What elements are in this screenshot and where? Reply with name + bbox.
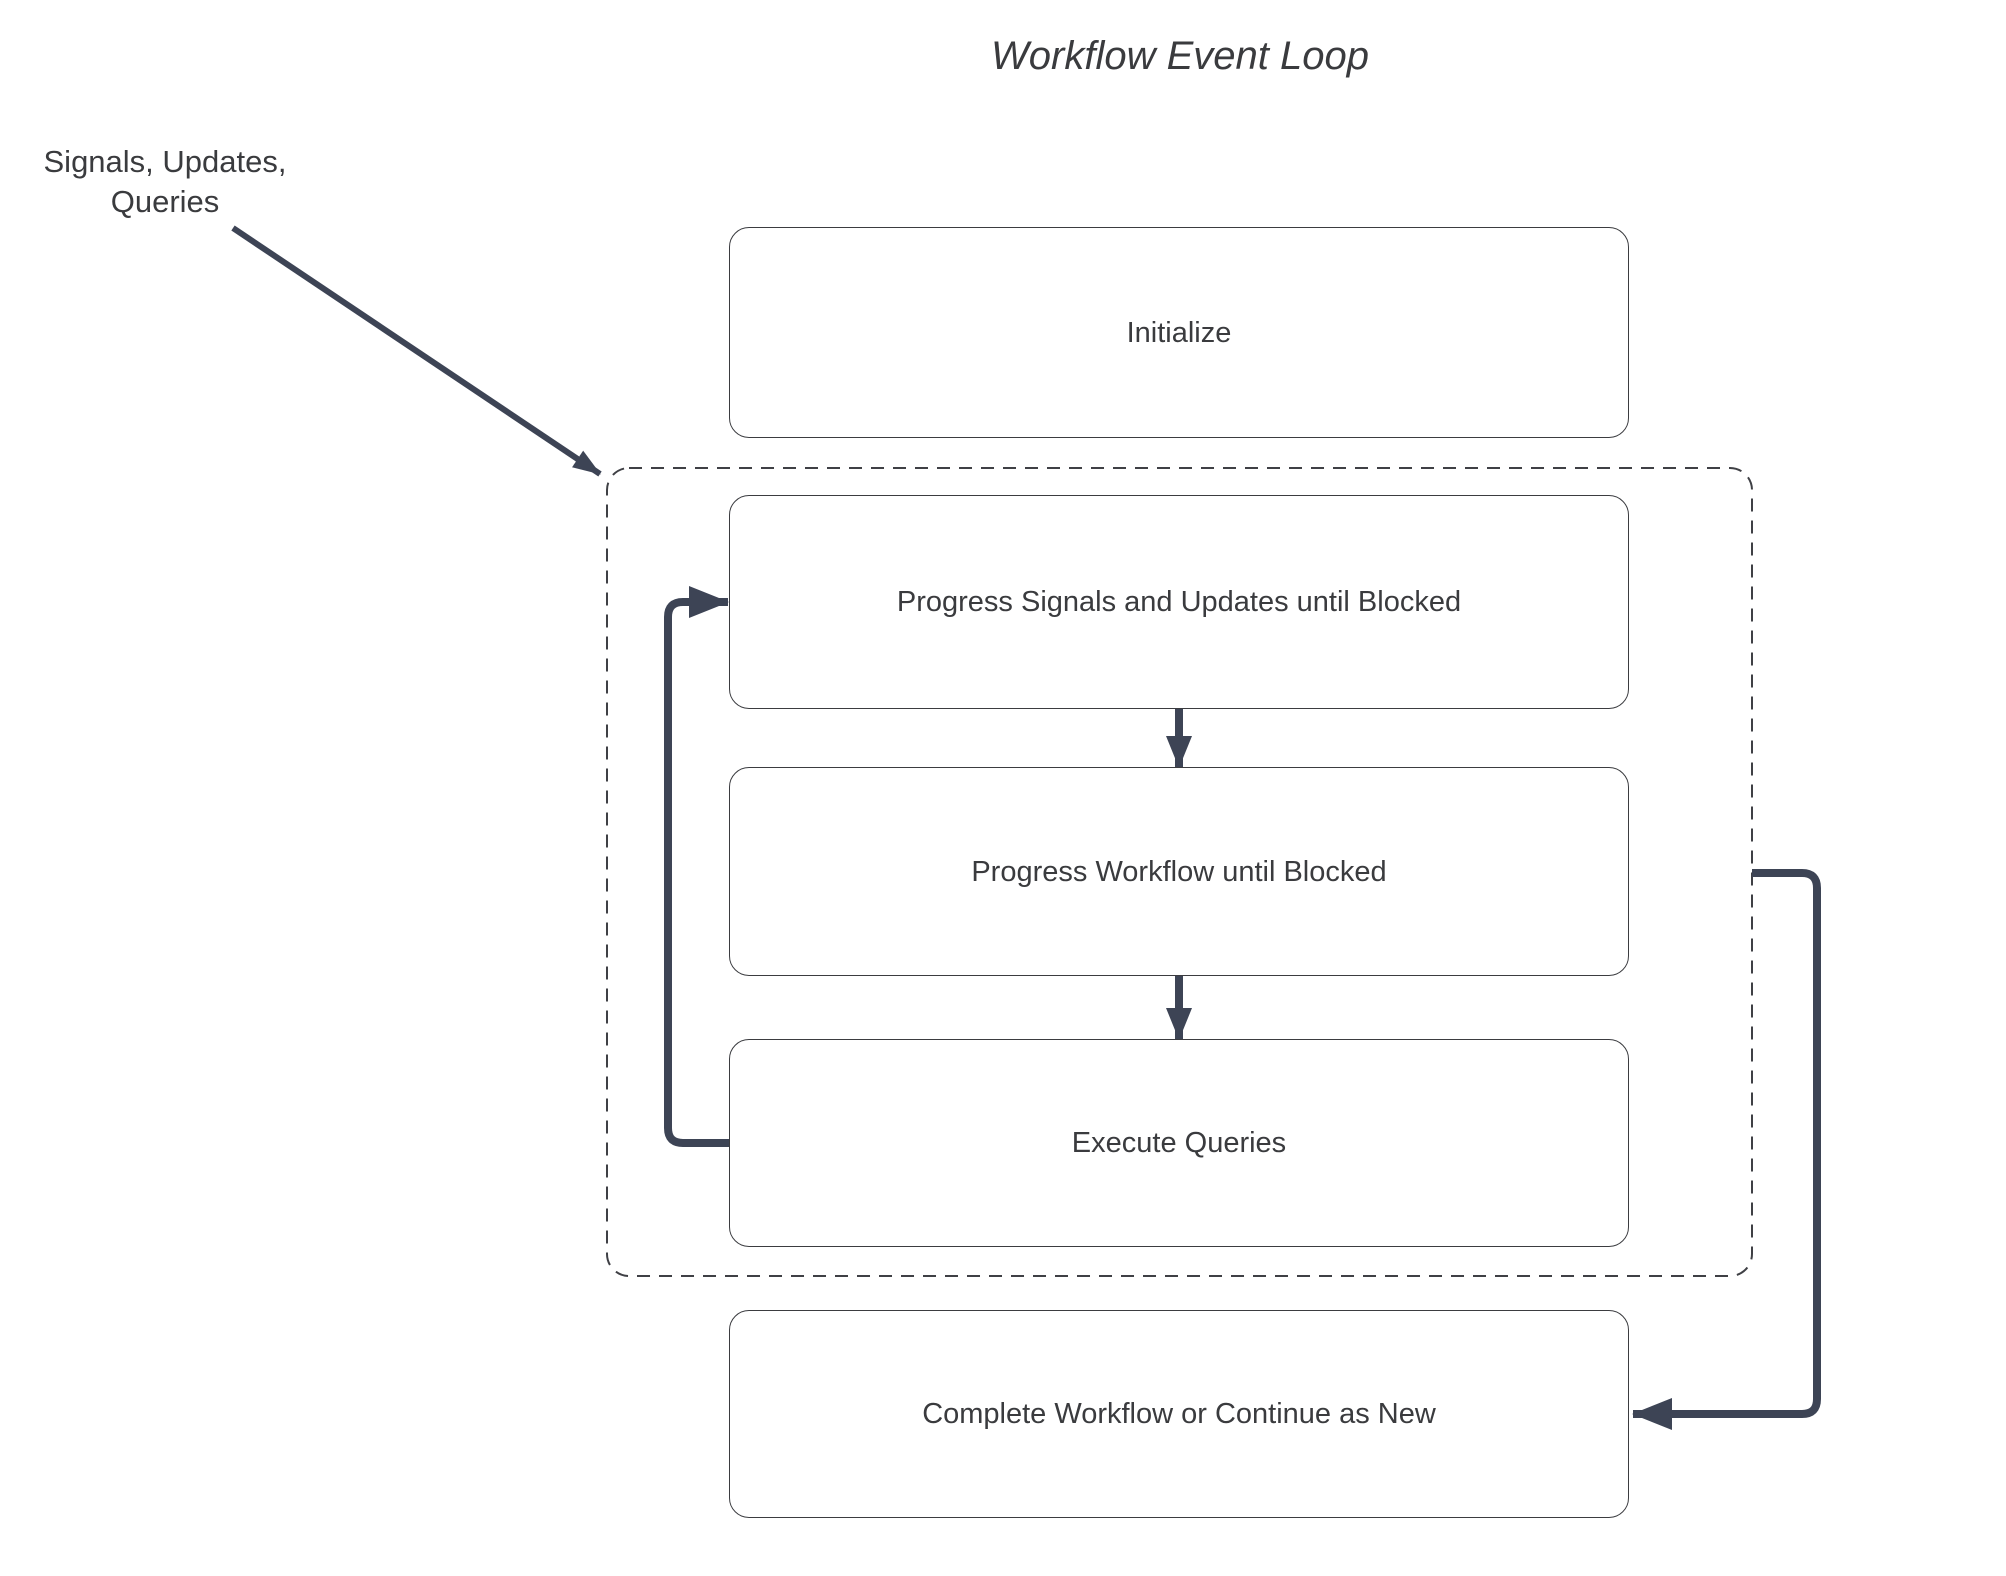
node-initialize: Initialize [729,227,1629,438]
node-progress-signals: Progress Signals and Updates until Block… [729,495,1629,709]
node-complete-workflow-label: Complete Workflow or Continue as New [922,1398,1436,1430]
node-complete-workflow: Complete Workflow or Continue as New [729,1310,1629,1518]
node-progress-workflow-label: Progress Workflow until Blocked [971,855,1387,888]
node-execute-queries-label: Execute Queries [1071,1127,1287,1159]
queries-to-signals-loop-arrow [664,586,729,1147]
node-initialize-label: Initialize [1126,316,1232,349]
node-progress-signals-label: Progress Signals and Updates until Block… [896,586,1462,618]
workflow-to-complete-arrow [1632,869,1821,1430]
signals-updates-queries-label: Signals, Updates, Queries [43,144,287,219]
event-loop-dashed-container [606,467,1753,1277]
node-execute-queries: Execute Queries [729,1039,1629,1247]
page-title: Workflow Event Loop [991,34,1369,78]
node-progress-workflow: Progress Workflow until Blocked [729,767,1629,976]
signals-input-arrow [231,225,602,477]
